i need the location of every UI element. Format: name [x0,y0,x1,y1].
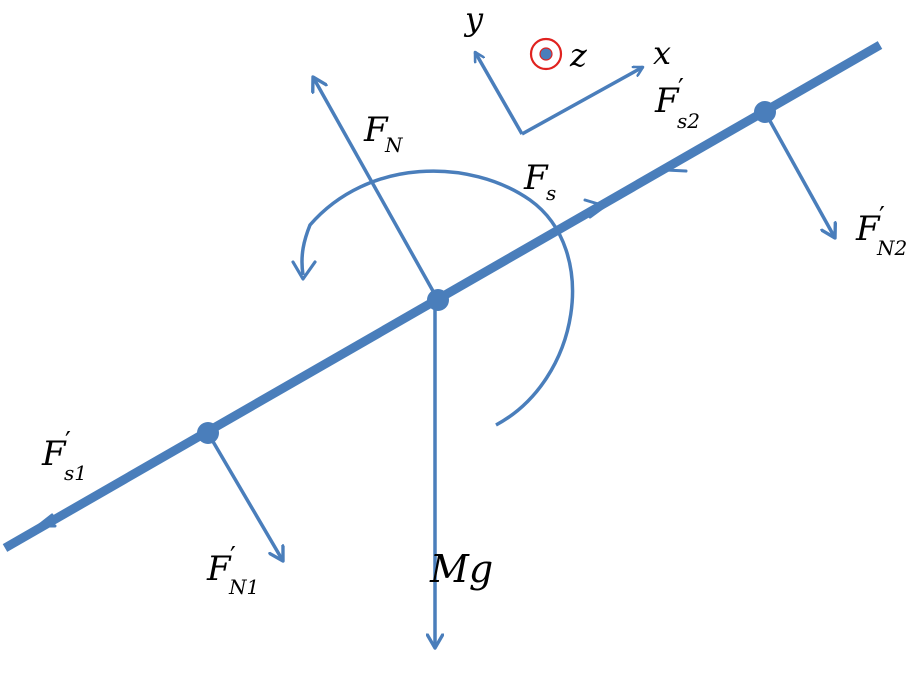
x-axis [521,65,643,136]
contact-point-1 [197,422,219,444]
friction-2-prime: ′ [678,74,684,104]
normal-2-sub: N2 [876,236,907,260]
contact-point-2 [754,101,776,123]
friction-2-label: F [654,81,680,121]
normal-1-label: F [206,549,232,589]
normal-force-sub: N [384,133,404,157]
z-axis-dot [539,47,553,61]
friction-s1-arrow [36,513,57,528]
friction-1-sub: s1 [64,461,87,485]
torque-arrowhead [291,260,317,281]
center-of-mass-point [427,289,449,311]
normal-1-prime: ′ [230,542,236,572]
normal-force-1-arrow [206,432,283,561]
weight-label: Mg [429,547,493,591]
friction-force-sub: s [546,181,556,205]
normal-1-sub: N1 [228,575,259,599]
normal-force-label: F [363,110,389,150]
friction-1-prime: ′ [65,427,71,457]
z-axis-label: z [569,36,588,74]
normal-force-arrow [313,77,440,301]
normal-2-prime: ′ [879,202,885,232]
y-axis-label: y [463,0,484,38]
normal-2-label: F [855,209,881,249]
friction-force-label: F [523,158,549,198]
torque-arc [300,169,575,427]
friction-1-label: F [41,434,67,474]
normal-force-2-arrow [763,111,835,238]
friction-s2-arrow [664,156,688,173]
y-axis [473,52,524,135]
friction-s-arrow [583,198,607,219]
x-axis-label: x [653,34,671,72]
friction-2-sub: s2 [677,109,700,133]
z-axis-ring [529,37,563,71]
